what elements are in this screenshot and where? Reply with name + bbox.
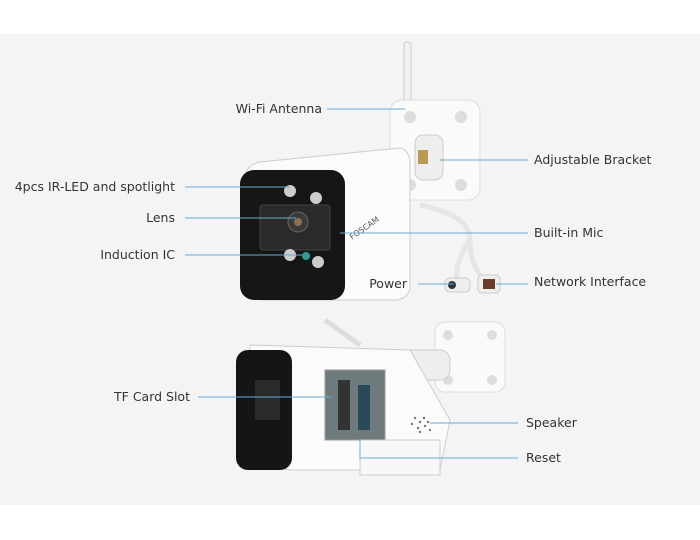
label-ir-led: 4pcs IR-LED and spotlight: [14, 179, 175, 194]
label-wifi-antenna: Wi-Fi Antenna: [235, 101, 322, 116]
bottom-camera: [236, 317, 506, 476]
label-network-interface: Network Interface: [534, 274, 647, 289]
label-speaker: Speaker: [526, 415, 577, 430]
label-induction-ic: Induction IC: [100, 247, 175, 262]
label-lens: Lens: [146, 210, 175, 225]
label-power: Power: [369, 276, 407, 291]
label-built-in-mic: Built-in Mic: [534, 225, 604, 240]
leader-lines: [185, 108, 528, 459]
label-tf-card-slot: TF Card Slot: [114, 389, 190, 404]
label-adjustable-bracket: Adjustable Bracket: [534, 152, 652, 167]
label-reset: Reset: [526, 450, 561, 465]
top-camera: FOSCAM: [240, 41, 501, 301]
